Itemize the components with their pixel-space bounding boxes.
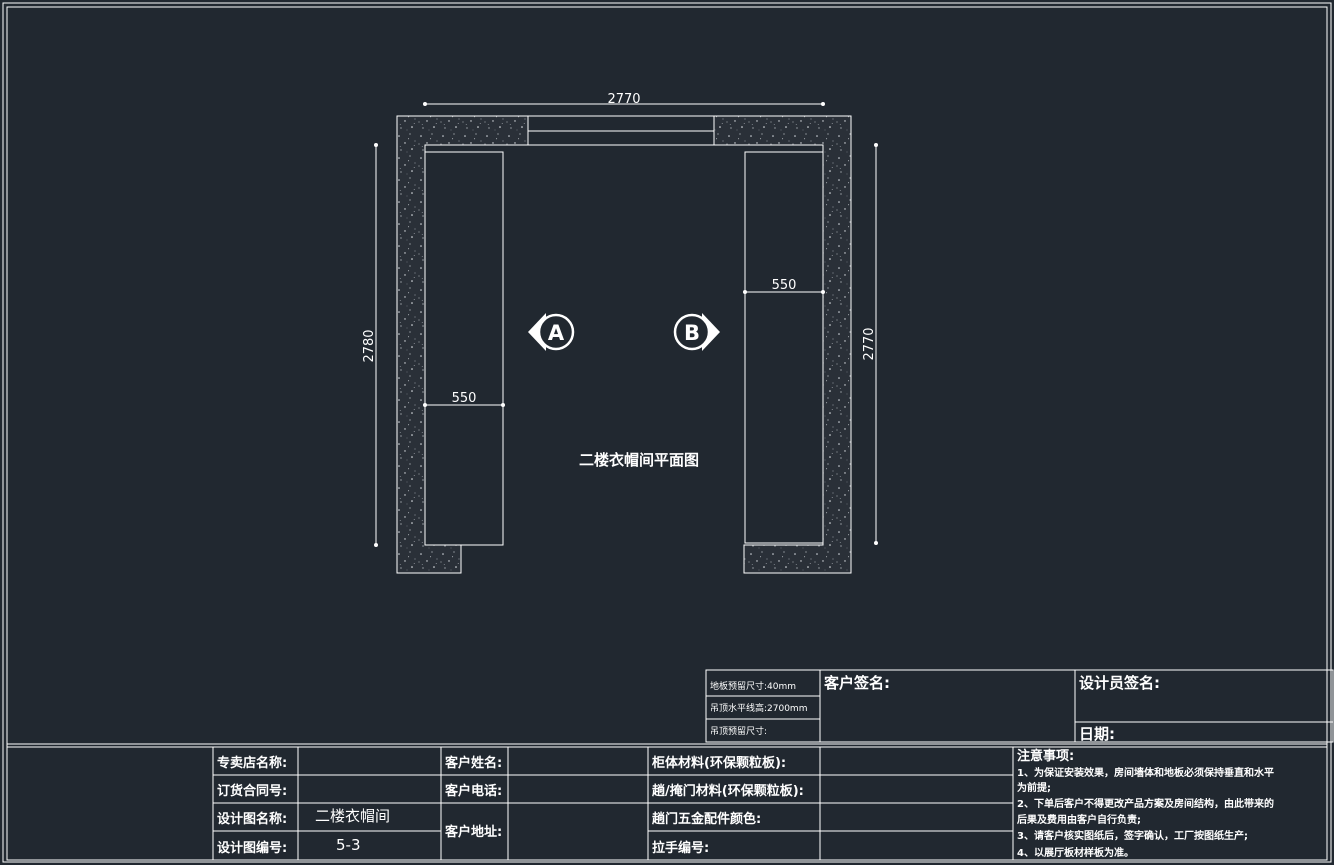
notes-line-1: 1、为保证安装效果，房间墙体和地板必须保持垂直和水平 [1017,766,1274,779]
left-cabinet-depth-label: 550 [452,391,477,406]
top-dimension-tick-right [821,102,825,106]
date-label: 日期: [1079,725,1115,743]
marker-a-circle [537,313,575,351]
notes-line-4: 后果及费用由客户自行负责; [1017,813,1141,826]
notes-line-2: 为前提; [1017,781,1051,794]
left-depth-tick-left [423,403,427,407]
store-name-label: 专卖店名称: [217,755,287,771]
left-dimension-tick-bottom [374,543,378,547]
left-dimension-tick-top [374,143,378,147]
cabinet-material-label: 柜体材料(环保颗粒板): [651,755,786,771]
top-dimension-label: 2770 [607,92,640,107]
door-material-label: 趟/掩门材料(环保颗粒板): [652,783,804,799]
signature-block: 地板预留尺寸:40mm 吊顶水平线高:2700mm 吊顶预留尺寸: 客户签名: … [705,669,1334,743]
floor-reserve-text: 地板预留尺寸:40mm [710,680,796,692]
marker-a-label: A [548,321,565,345]
marker-b-label: B [684,321,700,345]
ceiling-level-text: 吊顶水平线高:2700mm [710,702,807,714]
notes-line-5: 3、请客户核实图纸后，签字确认，工厂按图纸生产; [1017,829,1248,842]
elevation-marker-b: B [673,313,720,351]
left-depth-tick-right [501,403,505,407]
elevation-marker-a: A [528,313,575,351]
right-dimension-label: 2770 [862,327,877,360]
drawing-no-value: 5-3 [336,836,361,854]
top-dimension-tick-left [423,102,427,106]
right-depth-tick-right [821,290,825,294]
right-dimension-tick-bottom [874,541,878,545]
ceiling-reserve-text: 吊顶预留尺寸: [710,725,767,737]
customer-signature-label: 客户签名: [823,674,890,692]
inner-frame [6,6,1328,861]
signature-box [705,669,1334,743]
notes-line-3: 2、下单后客户不得更改产品方案及房间结构，由此带来的 [1017,797,1274,810]
wall-hatch [396,115,852,574]
marker-b-circle [673,313,711,351]
designer-signature-label: 设计员签名: [1079,674,1160,692]
drawing-name-value: 二楼衣帽间 [315,807,390,825]
floor-plan: 2770 2780 2770 550 550 A B 二楼 [362,92,878,574]
left-cabinet [424,151,504,546]
right-dimension-tick-top [874,143,878,147]
right-cabinet [744,151,824,544]
notes-line-6: 4、以展厅板材样板为准。 [1017,846,1134,859]
hardware-color-label: 趟门五金配件颜色: [652,811,761,827]
title-block: 专卖店名称: 订货合同号: 设计图名称: 设计图编号: 二楼衣帽间 5-3 客户… [7,743,1327,860]
left-dimension-label: 2780 [362,329,377,362]
plan-title: 二楼衣帽间平面图 [579,451,699,469]
customer-phone-label: 客户电话: [445,783,502,799]
drawing-no-label: 设计图编号: [217,840,287,856]
handle-no-label: 拉手编号: [652,840,709,856]
notes-heading: 注意事项: [1017,748,1074,764]
right-depth-tick-left [743,290,747,294]
contract-no-label: 订货合同号: [217,783,287,799]
customer-name-label: 客户姓名: [445,755,502,771]
customer-address-label: 客户地址: [445,824,502,840]
right-cabinet-depth-label: 550 [772,278,797,293]
drawing-name-label: 设计图名称: [217,811,287,827]
